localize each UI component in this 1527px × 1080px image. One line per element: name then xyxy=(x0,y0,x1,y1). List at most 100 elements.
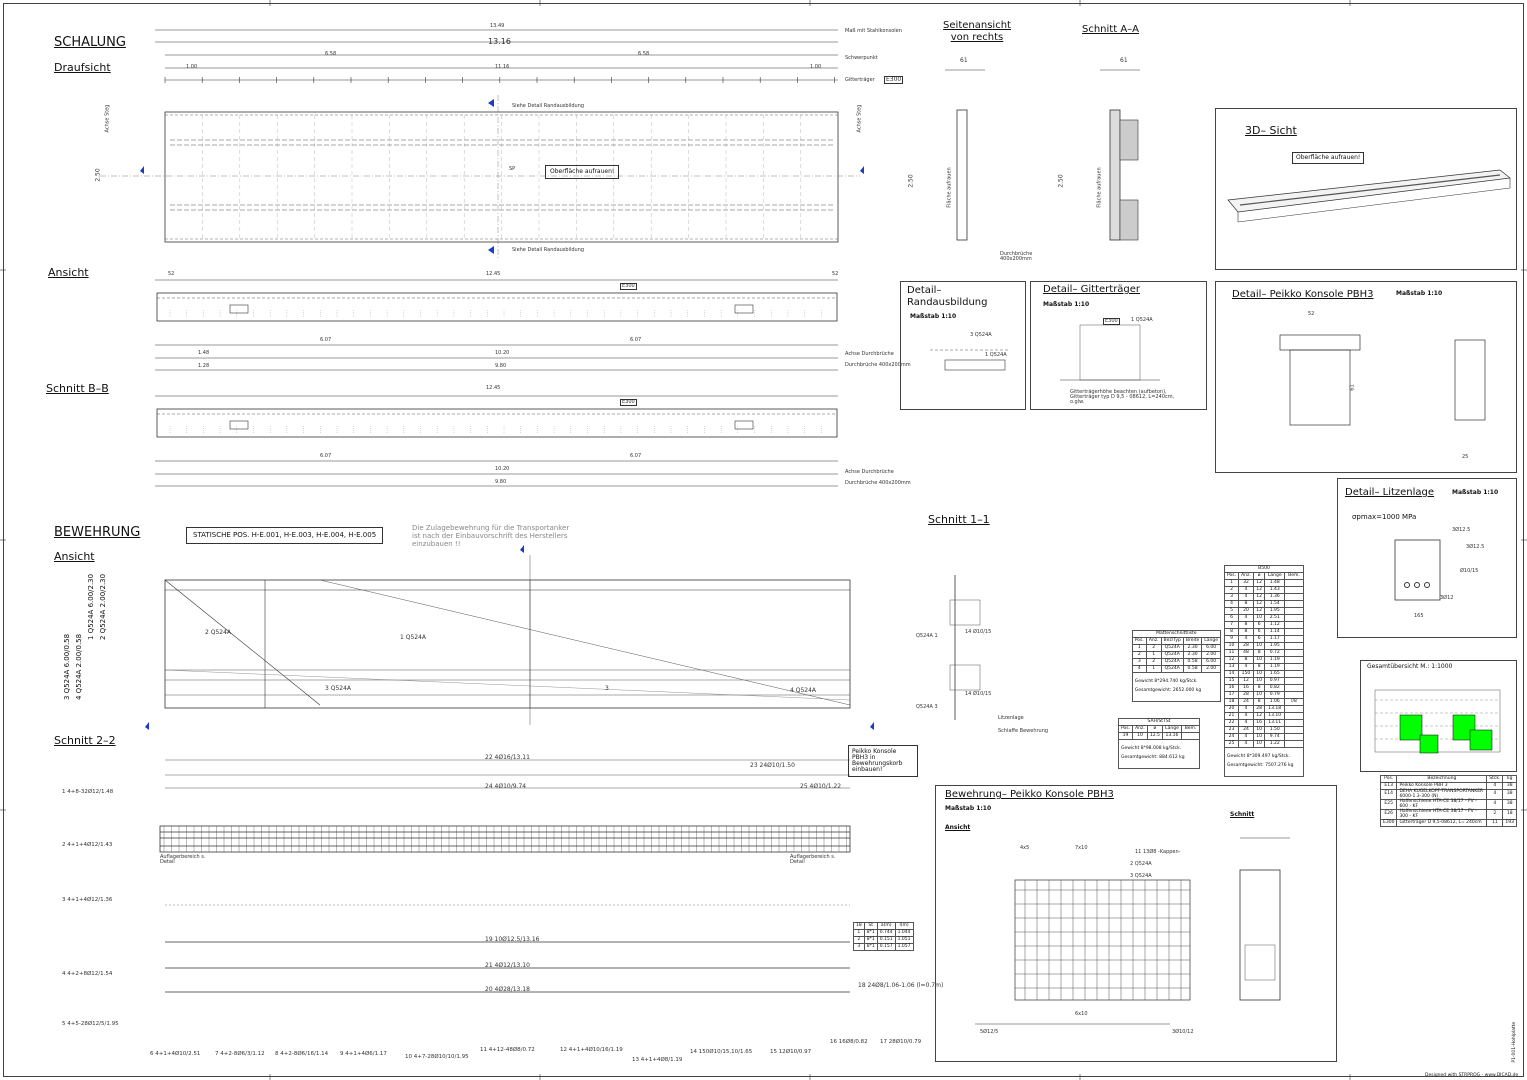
table-cell: 8 xyxy=(1252,663,1266,671)
table-cell: 38 xyxy=(1502,789,1517,800)
table-cell: 13.11 xyxy=(1264,719,1286,727)
table-cell: Q524A xyxy=(1160,658,1184,666)
bar-shape-label: 4 4+2+8Ø12/1.54 xyxy=(62,971,113,977)
table-cell: 4 xyxy=(1223,600,1240,608)
table-cell: DEHA KUGELKOPF-TRANSPORTANKER 6000-1.3-3… xyxy=(1396,789,1488,800)
table-cell: 4 xyxy=(1238,663,1254,671)
table-cell: 9 xyxy=(1223,635,1240,643)
table-cell xyxy=(1284,740,1304,748)
table-cell: 8 xyxy=(1252,684,1266,692)
aa-console xyxy=(1119,119,1139,161)
line xyxy=(164,669,851,701)
auflager-left: Auflagerbereich s. Detail xyxy=(160,854,206,865)
table-cell: 2.00 xyxy=(1201,651,1221,659)
table-cell xyxy=(1284,628,1304,636)
overview-highlight xyxy=(1399,714,1423,741)
table-weight: Gewicht 8*294.740 kg/Stck.Gesamtgewicht:… xyxy=(1131,672,1222,702)
konsole-bew-schnitt: Schnitt xyxy=(1230,811,1255,818)
table-cell: 1.057 xyxy=(894,943,914,951)
strand-icon xyxy=(1414,582,1420,588)
peikko-body xyxy=(1289,349,1351,426)
dim-ansicht-edge-right: 52 xyxy=(832,271,839,277)
table-cell: 11 xyxy=(1223,649,1240,657)
table-cell: 8 xyxy=(1252,698,1266,706)
column-header: Stck. xyxy=(1486,775,1504,783)
panel-detail-gitter xyxy=(1030,281,1207,410)
footer-credit: Designed with STRPROG - www.DICAD.de xyxy=(1425,1073,1519,1078)
table-cell: 20 xyxy=(1238,607,1254,615)
table-cell: 6.00 xyxy=(1201,658,1221,666)
table-cell: 4 xyxy=(1486,789,1504,800)
table-cell: 1.19 xyxy=(1264,656,1286,664)
view-title-schnitt-aa: Schnitt A–A xyxy=(1082,24,1140,35)
table-cell: 1 xyxy=(1131,644,1147,652)
transport-anchor xyxy=(734,420,754,430)
table-title: SAH/StTSt xyxy=(1118,718,1200,726)
bar-shape-label: 2 4+1+4Ø12/1.43 xyxy=(62,842,113,848)
mesh-legend-item: 3 Q524A 6.00/0.58 xyxy=(63,633,71,700)
table-cell: 10 xyxy=(1223,642,1240,650)
table-cell: 8*1 xyxy=(863,943,878,951)
detail-rand-label1: 3 Q524A xyxy=(970,332,992,338)
detail-peikko-title: Detail– Peikko Konsole PBH3 xyxy=(1232,289,1374,300)
dim-side-250: 2.50 xyxy=(907,174,915,188)
column-header: Länge xyxy=(1161,725,1183,733)
konsole-label: 3Ø10/12 xyxy=(1172,1029,1194,1035)
table-cell: 4 xyxy=(1238,635,1254,643)
table-cell: 4 xyxy=(1238,593,1254,601)
konsole-label: 11 13Ø8 -Kappen- xyxy=(1135,849,1181,855)
table-cell xyxy=(1284,663,1304,671)
table-cell xyxy=(1284,691,1304,699)
column-header: Anz. xyxy=(1132,725,1148,733)
table-cell: 38 xyxy=(1502,799,1517,810)
auflager-right: Auflagerbereich s. Detail xyxy=(790,854,836,865)
table-cell: 193 xyxy=(1502,819,1517,827)
table-cell: 5 xyxy=(1223,607,1240,615)
detail-litzen-l2: 3Ø12.5 xyxy=(1466,544,1485,550)
table-cell: Q524A xyxy=(1160,651,1184,659)
dim-total-console: 13.49 xyxy=(490,23,505,29)
table-cell: 2.51 xyxy=(1264,614,1286,622)
plan-slab xyxy=(164,111,839,243)
label-ansicht-e300: E300 xyxy=(620,283,637,290)
detail-rand-label2: 1 Q524A xyxy=(985,352,1007,358)
mesh-label: 4 Q524A xyxy=(790,687,817,694)
column-header: Länge xyxy=(1264,572,1286,580)
table-cell: 48 xyxy=(1238,649,1254,657)
label-achse-durchbrueche: Achse Durchbrüche xyxy=(845,351,894,357)
konsole-label: 5Ø12/5 xyxy=(980,1029,999,1035)
table-cell: 10 xyxy=(1252,677,1266,685)
line xyxy=(319,579,851,706)
table-cell: 6 xyxy=(1252,635,1266,643)
label-schwerpunkt: Schwerpunkt xyxy=(845,55,878,61)
section-title-schalung: SCHALUNG xyxy=(54,35,126,50)
table-cell: 15 xyxy=(1223,677,1240,685)
dim-1020: 10.20 xyxy=(495,350,510,356)
line xyxy=(1239,174,1501,206)
label-e300: E300 xyxy=(884,76,904,84)
table-cell: 38 xyxy=(1502,782,1517,790)
column-header: Anz. xyxy=(1145,637,1162,645)
table-cell: 3 xyxy=(853,943,865,951)
label-bb-achse: Achse Durchbrüche xyxy=(845,469,894,475)
bar-shape-label: 15 12Ø10/0.97 xyxy=(770,1049,812,1055)
strand-icon xyxy=(1424,582,1430,588)
konsole-label: 6x10 xyxy=(1075,1011,1088,1017)
table-cell: 28 xyxy=(1252,705,1266,713)
konsole-bew-title: Bewehrung– Peikko Konsole PBH3 xyxy=(945,789,1114,800)
konsole-label: 7x10 xyxy=(1075,845,1088,851)
column-header: Pos. xyxy=(1131,637,1147,645)
bar-shape-label: 9 4+1+4Ø6/1.17 xyxy=(340,1051,387,1057)
table-cell: 2 xyxy=(1223,586,1240,594)
